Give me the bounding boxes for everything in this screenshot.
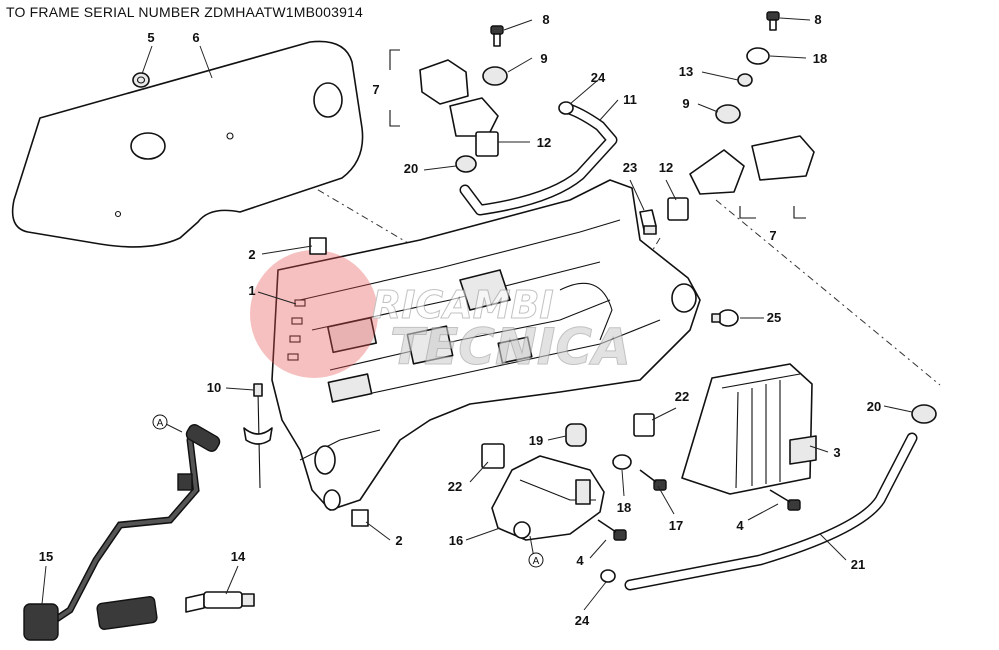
- vent-hose-part-21: [624, 432, 918, 591]
- callout-15: 15: [39, 549, 53, 564]
- vent-hose-part-11: [459, 102, 618, 216]
- hardware-set: [309, 11, 937, 583]
- svg-text:A: A: [533, 556, 540, 567]
- callout-17: 17: [669, 518, 683, 533]
- leader-lines: [41, 17, 913, 611]
- bracket-part-16: [491, 455, 605, 541]
- control-unit-part-3: [681, 363, 817, 495]
- heat-shield-panel: [11, 40, 364, 248]
- callout-4-right: 4: [736, 518, 744, 533]
- callout-23: 23: [623, 160, 637, 175]
- ignition-cable-part-15: [23, 424, 221, 641]
- callout-21: 21: [851, 557, 865, 572]
- svg-text:A: A: [157, 418, 164, 429]
- diagram-header: TO FRAME SERIAL NUMBER ZDMHAATW1MB003914: [6, 4, 364, 20]
- callout-2-top: 2: [248, 247, 255, 262]
- callout-22-left: 22: [448, 479, 462, 494]
- callout-3: 3: [833, 445, 840, 460]
- cable-tie-part-10: [243, 383, 273, 489]
- callout-8-top-left: 8: [542, 12, 549, 27]
- callout-10: 10: [207, 380, 221, 395]
- watermark-logo: RICAMBI TECNICA: [250, 250, 631, 378]
- battery-box-frame: [271, 179, 701, 511]
- watermark-line1: RICAMBI: [372, 283, 554, 327]
- callout-7-right: 7: [769, 228, 776, 243]
- callout-6: 6: [192, 30, 199, 45]
- callout-5: 5: [147, 30, 154, 45]
- callout-1: 1: [248, 283, 255, 298]
- sensor-part-14: [185, 591, 255, 613]
- callout-25: 25: [767, 310, 781, 325]
- callout-24-top: 24: [591, 70, 606, 85]
- callout-2-bottom: 2: [395, 533, 402, 548]
- callout-12-left: 12: [537, 135, 551, 150]
- callout-22-right: 22: [675, 389, 689, 404]
- callout-24-bottom: 24: [575, 613, 590, 628]
- callout-7-left: 7: [372, 82, 379, 97]
- callout-11: 11: [623, 92, 637, 107]
- callout-9-top-left: 9: [540, 51, 547, 66]
- callout-8-top-right: 8: [814, 12, 821, 27]
- watermark-line2: TECNICA: [390, 318, 631, 376]
- callout-13: 13: [679, 64, 693, 79]
- callout-20-right: 20: [867, 399, 881, 414]
- callout-16: 16: [449, 533, 463, 548]
- callout-labels: 5 6 8 9 7 24 11 12 20 8 18 13 9 23 12 7 …: [39, 12, 881, 628]
- callout-20-left: 20: [404, 161, 418, 176]
- detail-marker-a-top: A: [152, 414, 168, 430]
- callout-18-top: 18: [813, 51, 827, 66]
- callout-19: 19: [529, 433, 543, 448]
- callout-18-bottom: 18: [617, 500, 631, 515]
- grommet-part-5: [132, 72, 150, 88]
- detail-marker-a-bottom: A: [528, 552, 544, 568]
- callout-9-right: 9: [682, 96, 689, 111]
- callout-4-bottom: 4: [576, 553, 584, 568]
- callout-12-right: 12: [659, 160, 673, 175]
- callout-14: 14: [231, 549, 246, 564]
